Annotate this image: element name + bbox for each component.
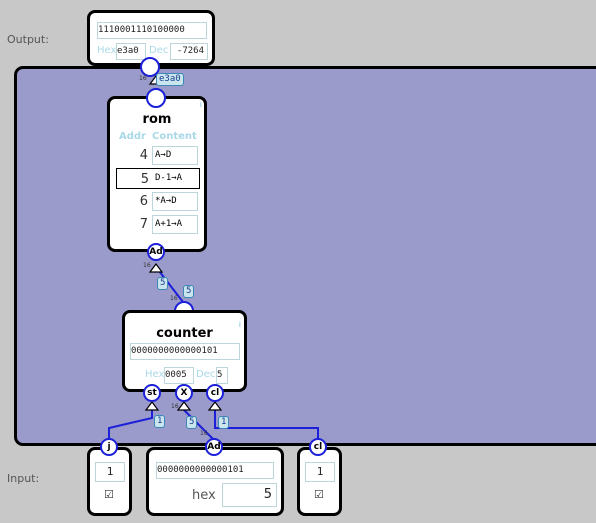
output-bits-2: 1010 — [141, 25, 164, 35]
rom-addr-header: Addr — [119, 131, 146, 142]
counter-hex-label: Hex — [145, 369, 165, 380]
output-display[interactable]: 1110001110100000 Hex e3a0 Dec -7264 — [87, 10, 215, 66]
rom-row-content[interactable]: *A→D — [152, 192, 198, 211]
input-j[interactable]: 1 ☑ — [87, 447, 132, 516]
rom-content-header: Content — [152, 131, 197, 142]
rom-title: rom — [142, 112, 172, 127]
counter-binary-field: 0000000000000101 — [130, 343, 240, 360]
input-section-label: Input: — [7, 472, 40, 485]
input-ad[interactable]: 0000000000000101 hex 5 — [146, 447, 284, 516]
output-dec-value: -7264 — [170, 43, 208, 60]
input-ad-binary: 0000000000000101 — [156, 462, 274, 479]
output-wire-width: 16 — [139, 75, 147, 82]
counter-x-width: 16 — [171, 403, 179, 410]
cl-arrow — [207, 401, 223, 411]
input-j-checkbox[interactable]: ☑ — [104, 488, 114, 501]
rom-row[interactable]: 6 *A→D — [116, 191, 200, 212]
input-ad-value[interactable]: 5 — [222, 483, 277, 507]
wire-ad-to-counter — [155, 266, 184, 303]
output-in-port[interactable] — [140, 57, 160, 77]
output-wire-value-badge: e3a0 — [156, 73, 184, 86]
rom-row[interactable]: 7 A+1→A — [116, 214, 200, 235]
wire-cl-to-cl — [214, 410, 319, 440]
rom-row-content[interactable]: A+1→A — [152, 215, 198, 234]
output-binary-field: 1110001110100000 — [97, 22, 207, 39]
input-j-value[interactable]: 1 — [95, 462, 125, 482]
input-cl-checkbox[interactable]: ☑ — [314, 488, 324, 501]
input-ad-port[interactable]: Ad — [205, 438, 223, 456]
cl-wire-badge: 1 — [218, 416, 230, 429]
rom-row-addr: 7 — [139, 217, 148, 232]
rom-row-addr: 5 — [140, 172, 149, 187]
rom-info-icon[interactable]: i — [199, 101, 202, 109]
output-hex-value: e3a0 — [116, 43, 146, 60]
input-cl[interactable]: 1 ☑ — [297, 447, 342, 516]
input-ad-hex-label: hex — [192, 488, 216, 503]
link-badge-a: 5 — [157, 277, 169, 290]
counter-info-icon[interactable]: i — [238, 321, 241, 329]
output-bits-3: 0000 — [163, 25, 185, 35]
rom-ad-port[interactable]: Ad — [147, 243, 165, 261]
counter-cl-port[interactable]: cl — [206, 384, 224, 402]
input-cl-port[interactable]: cl — [309, 438, 327, 456]
rom-row-content[interactable]: D-1→A — [155, 173, 183, 183]
output-hex-label: Hex — [97, 45, 117, 56]
counter-dec-value: 5 — [216, 367, 228, 384]
input-j-port[interactable]: j — [100, 438, 118, 456]
output-bits-1: 0011 — [119, 25, 142, 35]
rom-row-addr: 6 — [139, 194, 148, 209]
x-wire-badge: 5 — [186, 416, 198, 429]
link-width: 16 — [170, 295, 178, 302]
output-section-label: Output: — [7, 33, 49, 46]
rom-row-selected[interactable]: 5 D-1→A — [116, 168, 200, 189]
rom-ad-arrow — [148, 263, 164, 273]
wire-j-to-st — [108, 410, 153, 440]
x-arrow — [176, 401, 192, 411]
rom-row[interactable]: 4 A→D — [116, 145, 200, 166]
counter-dec-label: Dec — [196, 369, 216, 380]
ad-wire-width: 16 — [200, 430, 208, 437]
output-dec-label: Dec — [149, 45, 169, 56]
counter-hex-value: 0005 — [164, 367, 194, 384]
rom-row-addr: 4 — [139, 148, 148, 163]
counter-component[interactable]: counter i 0000000000000101 Hex 0005 Dec … — [122, 310, 247, 392]
rom-row-content[interactable]: A→D — [152, 146, 198, 165]
link-badge-b: 5 — [183, 285, 195, 298]
counter-title: counter — [156, 326, 213, 341]
output-bits-0: 1110 — [98, 25, 120, 35]
wire-ad-to-x — [183, 409, 215, 441]
counter-st-port[interactable]: st — [143, 384, 161, 402]
st-arrow — [144, 401, 160, 411]
input-cl-value[interactable]: 1 — [305, 462, 335, 482]
counter-x-port[interactable]: X — [175, 384, 193, 402]
rom-ad-width: 16 — [143, 262, 151, 269]
rom-output-port[interactable] — [146, 88, 166, 108]
st-wire-badge: 1 — [154, 415, 166, 428]
